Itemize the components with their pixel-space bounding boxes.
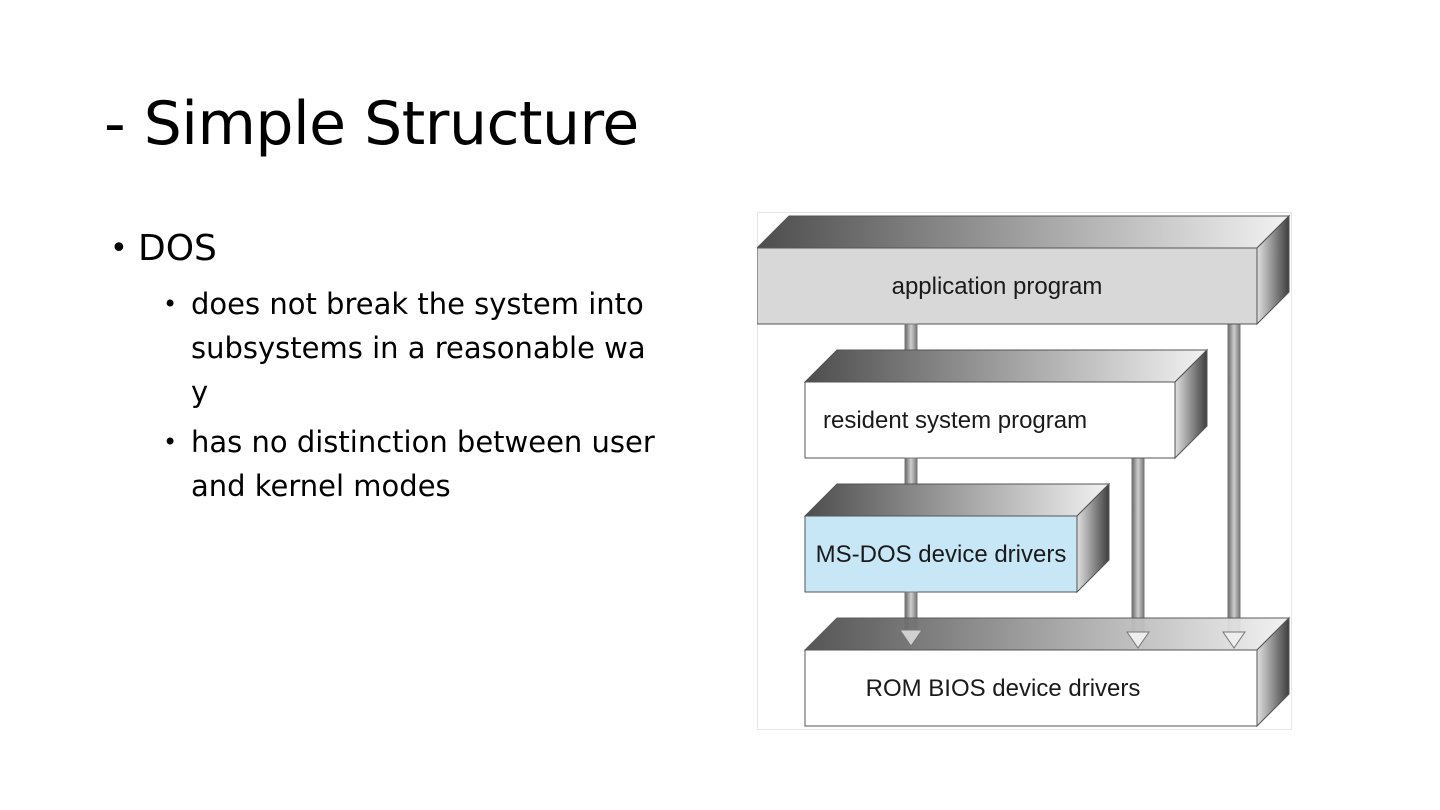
arrow-app-to-rom <box>1222 323 1246 649</box>
figure-border <box>757 212 1292 730</box>
layer-resident-system-program: resident system program <box>803 348 1209 460</box>
slide-title: - Simple Structure <box>104 89 639 159</box>
layer-label-rom-bios: ROM BIOS device drivers <box>866 675 1141 702</box>
arrowhead-resident-to-rom <box>1126 631 1150 649</box>
layer-label-resident: resident system program <box>823 407 1087 434</box>
arrowhead-app-to-rom <box>1222 631 1246 649</box>
sub-bullet-list: does not break the system into subsystem… <box>110 282 690 508</box>
bullet-dos: DOS <box>110 226 690 272</box>
sub-bullet-modes: has no distinction between user and kern… <box>163 420 661 508</box>
bullet-list: DOS does not break the system into subsy… <box>110 226 690 514</box>
sub-bullet-subsystems: does not break the system into subsystem… <box>163 282 661 414</box>
arrowhead-msdos-to-rom <box>899 629 923 647</box>
layer-label-msdos: MS-DOS device drivers <box>816 541 1067 568</box>
layer-label-application: application program <box>892 273 1103 300</box>
layer-rom-bios-device-drivers: ROM BIOS device drivers <box>803 616 1291 728</box>
layer-msdos-device-drivers: MS-DOS device drivers <box>803 482 1111 594</box>
ms-dos-layer-diagram: application program resident system prog… <box>757 212 1292 730</box>
layer-application-program: application program <box>757 214 1291 326</box>
